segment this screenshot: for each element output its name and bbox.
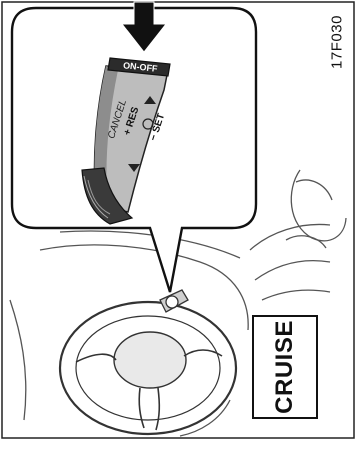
cruise-indicator-text: CRUISE: [271, 320, 299, 414]
figure-code: 17F030: [322, 12, 352, 72]
cruise-indicator-box: CRUISE: [252, 315, 318, 419]
